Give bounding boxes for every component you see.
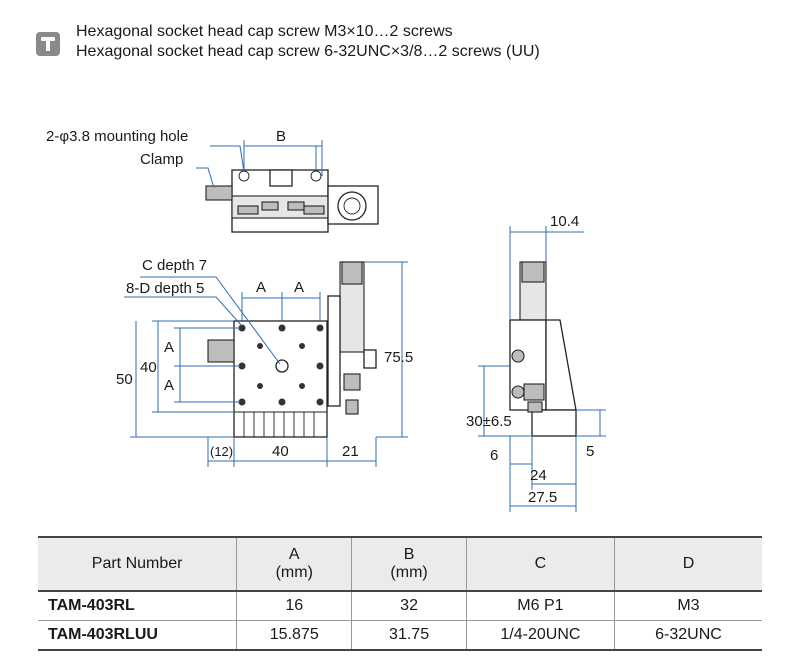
- c-depth-label: C depth 7: [142, 257, 207, 274]
- c-cell: 1/4-20UNC: [465, 620, 615, 651]
- d-cell: M3: [613, 591, 762, 621]
- dim-27-5: 27.5: [528, 489, 557, 506]
- table-row: TAM-403RLUU 15.875 31.75 1/4-20UNC 6-32U…: [38, 620, 762, 651]
- dim-A-v2: A: [164, 377, 174, 394]
- dim-A-v1: A: [164, 339, 174, 356]
- dim-30: 30±6.5: [466, 413, 512, 430]
- note-line-2: Hexagonal socket head cap screw 6-32UNC×…: [76, 43, 540, 60]
- dim-A-h2: A: [294, 279, 304, 296]
- header-b: B(mm): [351, 536, 467, 592]
- note-text: Hexagonal socket head cap screw M3×10…2 …: [76, 22, 540, 62]
- header-d: D: [613, 536, 762, 592]
- dim-5: 5: [586, 443, 594, 460]
- mounting-hole-label: 2-φ3.8 mounting hole: [46, 128, 188, 145]
- screw-icon: [36, 32, 60, 56]
- dim-12: (12): [210, 444, 233, 459]
- dim-6: 6: [490, 447, 498, 464]
- d-depth-label: 8-D depth 5: [126, 280, 204, 297]
- clamp-label: Clamp: [140, 151, 183, 168]
- table-row: TAM-403RL 16 32 M6 P1 M3: [38, 591, 762, 621]
- dim-75-5: 75.5: [384, 349, 413, 366]
- d-cell: 6-32UNC: [613, 620, 762, 651]
- part-number-cell: TAM-403RL: [38, 591, 237, 621]
- top-view: B 2-φ3.8 mounting hole Clamp: [46, 128, 379, 233]
- header-a: A(mm): [236, 536, 352, 592]
- a-cell: 15.875: [236, 620, 352, 651]
- note-line-1: Hexagonal socket head cap screw M3×10…2 …: [76, 23, 453, 40]
- header-part-number: Part Number: [38, 536, 237, 592]
- b-cell: 32: [351, 591, 467, 621]
- screw-note: Hexagonal socket head cap screw M3×10…2 …: [28, 22, 788, 70]
- table-header-row: Part Number A(mm) B(mm) C D: [38, 536, 762, 592]
- c-cell: M6 P1: [465, 591, 615, 621]
- part-number-cell: TAM-403RLUU: [38, 620, 237, 651]
- dim-B-label: B: [276, 128, 286, 145]
- technical-drawing: B 2-φ3.8 mounting hole Clamp: [46, 128, 606, 512]
- front-view: C depth 7 8-D depth 5 A A A A 40 50 75.5: [116, 257, 413, 467]
- dim-40-horizontal: 40: [272, 443, 289, 460]
- dim-50: 50: [116, 371, 133, 388]
- dim-21: 21: [342, 443, 359, 460]
- header-c: C: [465, 536, 615, 592]
- a-cell: 16: [236, 591, 352, 621]
- side-view: 10.4 30±6.5 5 6 24 27.5: [466, 213, 606, 512]
- dim-40-vertical: 40: [140, 359, 157, 376]
- dim-10-4: 10.4: [550, 213, 579, 230]
- b-cell: 31.75: [351, 620, 467, 651]
- dim-A-h1: A: [256, 279, 266, 296]
- dim-24: 24: [530, 467, 547, 484]
- spec-table: Part Number A(mm) B(mm) C D TAM-403RL 16…: [38, 536, 762, 651]
